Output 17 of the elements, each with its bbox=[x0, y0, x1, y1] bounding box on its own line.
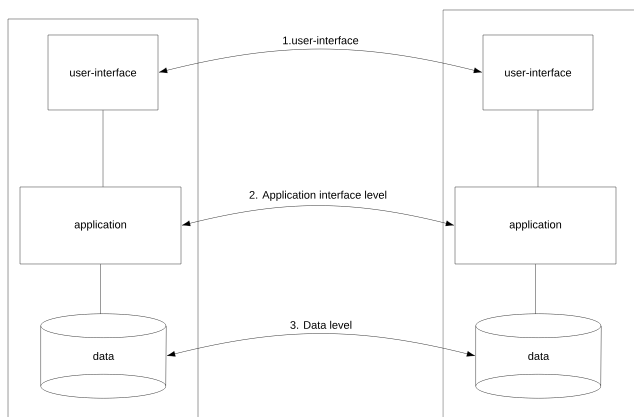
connector-line bbox=[102, 110, 104, 187]
edge-label: 2. Application interface level bbox=[248, 190, 388, 202]
double-arrow bbox=[166, 333, 476, 357]
system-frame bbox=[8, 18, 198, 417]
layer-box: user-interface bbox=[48, 34, 158, 110]
edge-label: 3. Data level bbox=[288, 320, 354, 330]
layer-box: user-interface bbox=[482, 34, 594, 110]
double-arrow bbox=[158, 48, 482, 74]
layer-box: application bbox=[20, 186, 182, 264]
layer-box: application bbox=[454, 186, 616, 264]
connector-line bbox=[535, 264, 536, 314]
database-cylinder: data bbox=[40, 314, 166, 398]
edge-label: 1.user-interface bbox=[281, 35, 360, 46]
double-arrow bbox=[182, 205, 454, 226]
connector-line bbox=[100, 264, 101, 314]
database-cylinder: data bbox=[476, 314, 602, 398]
system-frame bbox=[442, 10, 634, 417]
